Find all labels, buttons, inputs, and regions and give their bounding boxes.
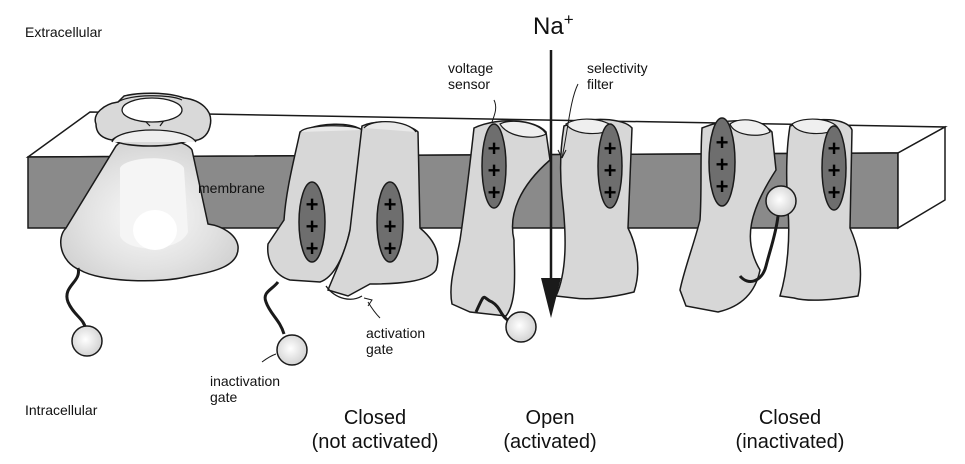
- sensor-charge: +: [306, 214, 319, 239]
- activation-gate-label-line2: gate: [366, 341, 394, 357]
- sensor-charge: +: [488, 136, 501, 161]
- membrane-label: membrane: [198, 180, 265, 196]
- sensor-charge: +: [604, 158, 617, 183]
- channel-open-activated: [450, 50, 639, 343]
- voltage-sensor-label-line1: voltage: [448, 60, 494, 76]
- state-subtitle: (activated): [503, 431, 597, 453]
- sensor-charge: +: [828, 180, 841, 205]
- inactivation-ball: [71, 325, 103, 357]
- sensor-charge: +: [306, 192, 319, 217]
- ion-charge: +: [563, 10, 574, 29]
- state-subtitle: (inactivated): [735, 431, 845, 453]
- state-title: Closed: [758, 407, 822, 429]
- voltage-sensor-label: voltage sensor: [448, 60, 493, 92]
- sensor-charge: +: [488, 180, 501, 205]
- voltage-sensor-label-line2: sensor: [448, 76, 491, 92]
- sensor-charge: +: [384, 192, 397, 217]
- sensor-charge: +: [384, 214, 397, 239]
- voltage-sensor: [821, 125, 847, 211]
- state-label-closed-inactivated: Closed (inactivated): [700, 406, 880, 454]
- sensor-charge: +: [828, 136, 841, 161]
- sensor-charge: +: [716, 174, 729, 199]
- sodium-ion-label: Na+: [533, 10, 574, 41]
- extracellular-label: Extracellular: [25, 24, 103, 40]
- selectivity-filter-label-line1: selectivity: [587, 60, 648, 76]
- sensor-charges: + + + + + + + + + + + + + + + + + +: [306, 130, 841, 261]
- state-title: Open: [525, 407, 575, 429]
- intracellular-label: Intracellular: [25, 402, 98, 418]
- sensor-charge: +: [828, 158, 841, 183]
- sensor-charge: +: [716, 130, 729, 155]
- sensor-charge: +: [384, 236, 397, 261]
- activation-gate-label-line1: activation: [366, 325, 426, 341]
- activation-gate-label: activation gate: [366, 325, 425, 357]
- voltage-sensor: [597, 123, 623, 209]
- state-title: Closed: [343, 407, 407, 429]
- state-label-open-activated: Open (activated): [480, 406, 620, 454]
- voltage-sensor: [708, 117, 736, 207]
- sensor-charge: +: [488, 158, 501, 183]
- channel-closed-not-activated: [261, 121, 439, 366]
- sensor-charge: +: [716, 152, 729, 177]
- ion-flow-arrowhead: [541, 278, 561, 318]
- inactivation-gate-label-line1: inactivation: [210, 373, 281, 389]
- inactivation-ball: [505, 311, 537, 343]
- sensor-charge: +: [604, 180, 617, 205]
- inactivation-ball: [276, 334, 308, 366]
- sensor-charge: +: [604, 136, 617, 161]
- voltage-sensor: [298, 181, 326, 263]
- inactivation-gate-label-line2: gate: [210, 389, 238, 405]
- selectivity-filter-label: selectivity filter: [587, 60, 648, 92]
- inactivation-ball: [765, 185, 797, 217]
- sensor-charge: +: [306, 236, 319, 261]
- selectivity-filter-label-line2: filter: [587, 76, 614, 92]
- inactivation-gate-label: inactivation gate: [210, 373, 280, 405]
- channel-closed-inactivated: [679, 117, 862, 313]
- voltage-sensor: [376, 181, 404, 263]
- voltage-sensor: [481, 123, 507, 209]
- ion-symbol: Na: [533, 13, 564, 40]
- state-label-closed-not-activated: Closed (not activated): [270, 406, 480, 454]
- state-subtitle: (not activated): [311, 431, 439, 453]
- channel-3d-view: [60, 92, 239, 357]
